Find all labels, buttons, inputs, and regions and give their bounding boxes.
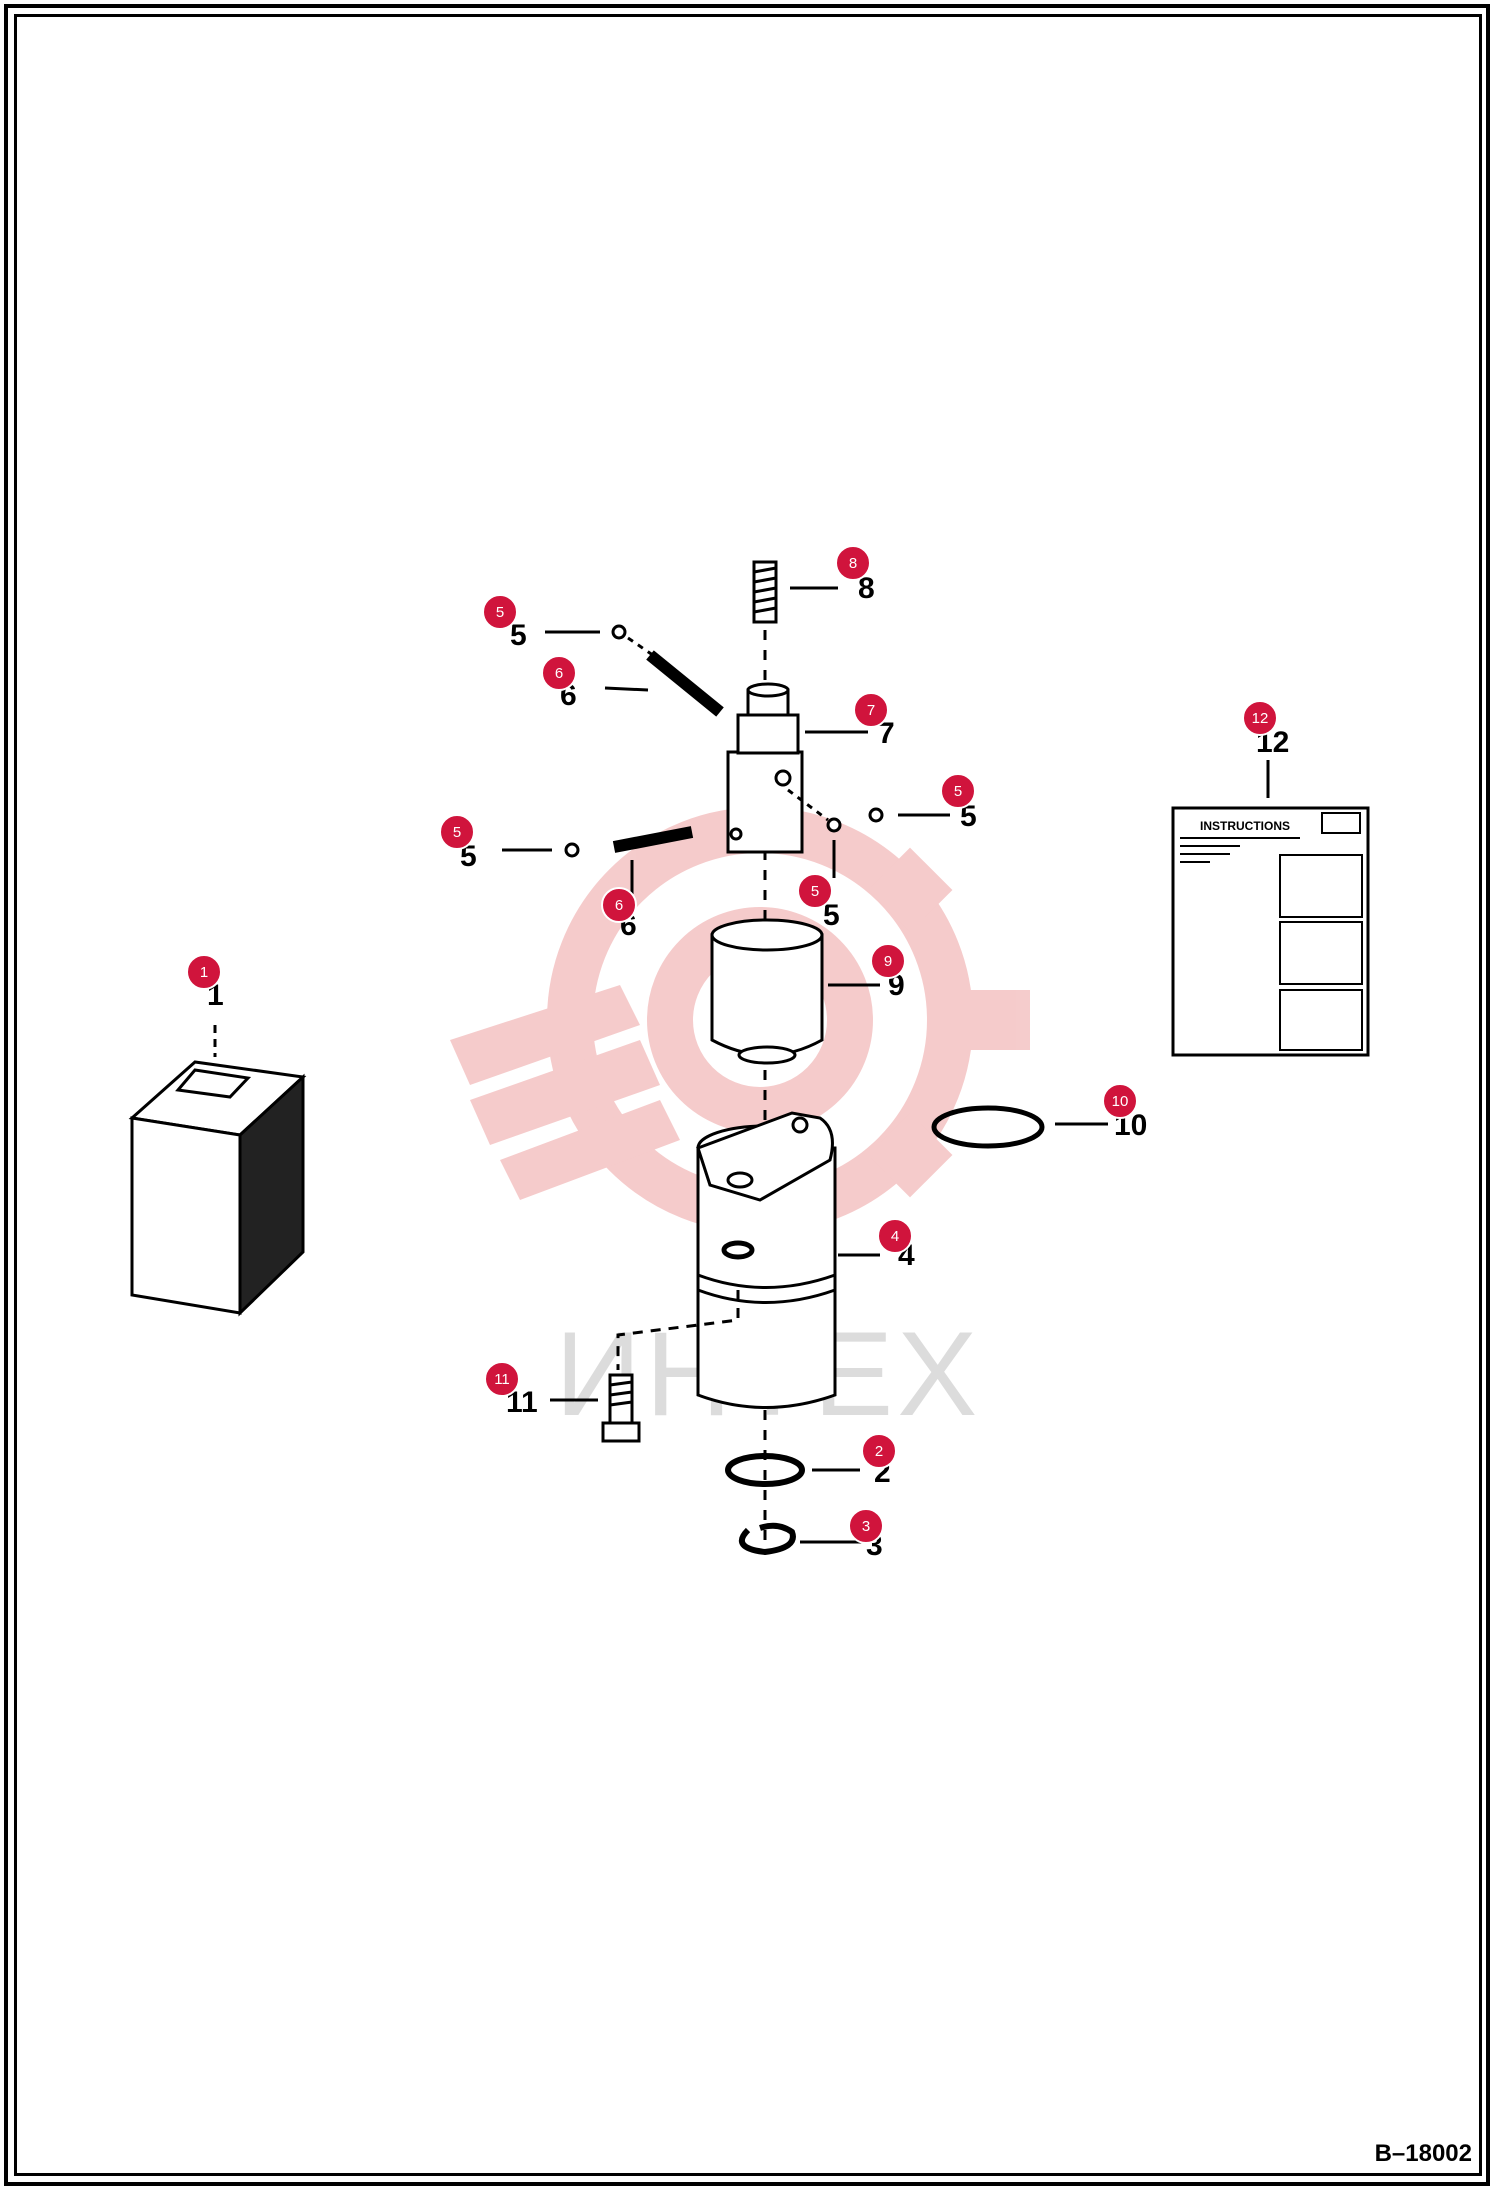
part-11-bolt (550, 1373, 641, 1443)
drawing-code: B–18002 (1374, 2140, 1472, 2167)
svg-text:3: 3 (862, 1518, 870, 1535)
svg-text:9: 9 (884, 953, 892, 970)
ref-number-5c: 5 (960, 800, 977, 833)
svg-text:12: 12 (1252, 710, 1269, 727)
ref-number-7: 7 (878, 717, 895, 750)
svg-text:6: 6 (615, 897, 623, 914)
part-3-retaining-clip (738, 1522, 862, 1556)
svg-text:8: 8 (849, 555, 857, 572)
callout-badge-1[interactable]: 1 (186, 954, 222, 990)
svg-text:5: 5 (453, 824, 461, 841)
svg-text:10: 10 (1112, 1093, 1129, 1110)
svg-text:2: 2 (875, 1443, 883, 1460)
svg-text:5: 5 (954, 783, 962, 800)
part-1-battery (128, 1025, 307, 1317)
svg-text:7: 7 (867, 702, 875, 719)
callout-badge-5a[interactable]: 5 (482, 594, 518, 630)
part-9-sleeve (710, 918, 880, 1065)
part-6-spring-lower (612, 826, 694, 895)
outer-frame (4, 4, 1490, 2186)
part-4-housing (616, 1111, 880, 1409)
part-2-washer (725, 1453, 860, 1487)
callout-badge-12[interactable]: 12 (1242, 700, 1278, 736)
callout-badge-6b[interactable]: 6 (601, 887, 637, 923)
part-5-balls (502, 624, 950, 878)
callout-badge-5b[interactable]: 5 (439, 814, 475, 850)
ref-number-5d: 5 (823, 899, 840, 932)
part-12-instruction-sheet: INSTRUCTIONS (1171, 760, 1370, 1057)
callout-badges: 1 2 3 4 5 5 5 5 6 6 7 8 9 10 11 12 (186, 545, 1278, 1544)
ref-number-5a: 5 (510, 619, 527, 652)
inner-frame (14, 14, 1482, 2176)
ref-number-8: 8 (858, 572, 875, 605)
callout-badge-5d[interactable]: 5 (797, 873, 833, 909)
callout-badge-6a[interactable]: 6 (541, 655, 577, 691)
part-6-spring-upper (604, 650, 724, 717)
callout-badge-8[interactable]: 8 (835, 545, 871, 581)
callout-badge-10[interactable]: 10 (1102, 1083, 1138, 1119)
callout-badge-11[interactable]: 11 (484, 1361, 520, 1397)
svg-text:4: 4 (891, 1228, 899, 1245)
callout-badge-3[interactable]: 3 (848, 1508, 884, 1544)
svg-text:6: 6 (555, 665, 563, 682)
svg-text:1: 1 (200, 964, 208, 981)
callout-badge-5c[interactable]: 5 (940, 773, 976, 809)
callout-badge-7[interactable]: 7 (853, 692, 889, 728)
callout-badge-4[interactable]: 4 (877, 1218, 913, 1254)
svg-text:5: 5 (811, 883, 819, 900)
part-8-set-screw (752, 560, 838, 624)
svg-text:5: 5 (496, 604, 504, 621)
instruction-sheet-title: INSTRUCTIONS (1200, 819, 1290, 833)
callout-badge-2[interactable]: 2 (861, 1433, 897, 1469)
part-10-o-ring (931, 1105, 1108, 1149)
part-7-valve-body (726, 682, 868, 854)
callout-badge-9[interactable]: 9 (870, 943, 906, 979)
svg-text:11: 11 (494, 1371, 510, 1388)
